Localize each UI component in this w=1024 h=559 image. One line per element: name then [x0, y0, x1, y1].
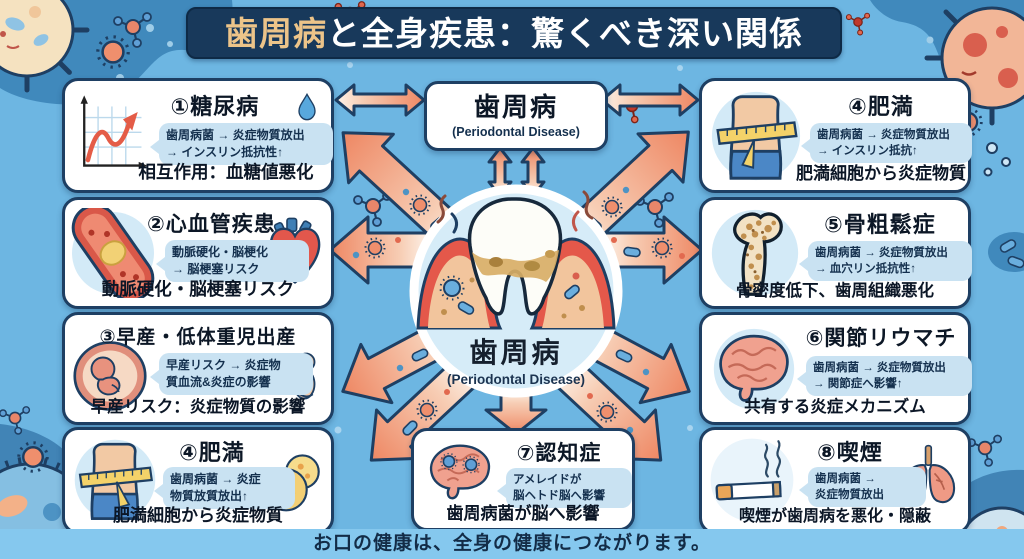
disease-box-preterm: ③早産・低体重児出産 早産リスク → 炎症物 質血流&炎症の影響 早産リスク：炎…	[62, 312, 334, 425]
gum-bacteria	[439, 272, 585, 319]
disease-box-diabetes: ①糖尿病 歯周病菌 → 炎症物質放出 → インスリン抵抗性↑ 相互作用：血糖値悪…	[62, 78, 334, 193]
box-title-dementia: ⑦認知症	[516, 442, 602, 465]
box-title-smoking: ⑧喫煙	[817, 440, 883, 465]
box-bubble-smoking: 歯周病菌 → 炎症物質放出	[799, 467, 926, 508]
title-banner: 歯周病 と全身疾患：驚くべき深い関係	[186, 7, 842, 59]
disease-box-rheumatoid: ⑥関節リウマチ 歯周病菌 → 炎症物質放出 → 関節症へ影響↑ 共有する炎症メカ…	[699, 312, 972, 425]
box-title-rheumatoid: ⑥関節リウマチ	[805, 327, 957, 350]
brain-germs-icon	[429, 444, 491, 500]
box-bubble-rheumatoid: 歯周病菌 → 炎症物質放出 → 関節症へ影響↑	[797, 356, 972, 397]
box-title-preterm: ③早産・低体重児出産	[99, 327, 297, 348]
box-summary-diabetes: 相互作用：血糖値悪化	[138, 162, 314, 182]
title-text: と全身疾患：驚くべき深い関係	[327, 14, 803, 52]
waist-tape-icon	[711, 91, 801, 181]
footer-message: お口の健康は、全身の健康につながります。	[0, 529, 1024, 559]
box-bubble-diabetes: 歯周病菌 → 炎症物質放出 → インスリン抵抗性↑	[150, 123, 333, 165]
line-chart-icon	[80, 95, 147, 170]
double-arrow-right	[600, 83, 700, 117]
periodontal-top-en: (Periodontal Disease)	[452, 125, 580, 139]
disease-box-smoking: ⑧喫煙 歯周病菌 → 炎症物質放出 喫煙が歯周病を悪化・隠蔽	[699, 427, 971, 534]
box-title-diabetes: ①糖尿病	[170, 94, 260, 119]
disease-box-obesity-right: ④肥満 歯周病菌 → 炎症物質放出 → インスリン抵抗↑ 肥満細胞から炎症物質	[699, 78, 972, 193]
water-droplet-icon	[298, 93, 316, 121]
title-highlight: 歯周病	[225, 14, 327, 52]
disease-box-obesity-left: ④肥満 歯周病菌 → 炎症 物質放質放出↑ 肥満細胞から炎症物質	[62, 427, 334, 534]
periodontal-top-box: 歯周病 (Periodontal Disease)	[424, 81, 608, 151]
box-summary-preterm: 早産リスク：炎症物質の影響	[90, 398, 306, 416]
box-title-obesity-left: ④肥満	[179, 440, 245, 465]
waist-tape-icon	[74, 439, 156, 521]
box-bubble-preterm: 早産リスク → 炎症物 質血流&炎症の影響	[150, 353, 313, 395]
disease-box-dementia: ⑦認知症 アメレイドが 脳ヘトド脳へ影響 歯周病菌が脳へ影響	[411, 428, 635, 531]
fetus-icon	[73, 341, 147, 411]
brain-icon	[713, 328, 795, 410]
box-summary-obesity-left: 肥満細胞から炎症物質	[113, 506, 283, 525]
box-bubble-dementia: アメレイドが 脳ヘトド脳へ影響	[497, 468, 632, 509]
box-summary-osteoporosis: 骨密度低下、歯周組織悪化	[736, 282, 934, 300]
artery-icon	[71, 208, 155, 298]
disease-box-cardiovascular: ②心血管疾患 動脈硬化・脳梗化 → 脳梗塞リスク 動脈硬化・脳梗塞リスク	[62, 197, 334, 309]
box-summary-rheumatoid: 共有する炎症メカニズム	[744, 398, 926, 416]
box-title-osteoporosis: ⑤骨粗鬆症	[824, 212, 936, 237]
box-title-cardiovascular: ②心血管疾患	[147, 213, 276, 236]
bone-icon	[711, 209, 799, 297]
box-bubble-obesity-right: 歯周病菌 → 炎症物質放出 → インスリン抵抗↑	[801, 123, 972, 164]
circle-label-ja: 歯周病	[469, 337, 563, 368]
box-summary-cardiovascular: 動脈硬化・脳梗塞リスク	[101, 279, 295, 299]
box-bubble-cardiovascular: 動脈硬化・脳梗化 → 脳梗塞リスク	[156, 240, 309, 282]
cigarette-icon	[710, 438, 794, 522]
box-bubble-osteoporosis: 歯周病菌 → 炎症物質放出 → 血穴リン抵抗性↑	[799, 241, 972, 282]
disease-box-osteoporosis: ⑤骨粗鬆症 歯周病菌 → 炎症物質放出 → 血穴リン抵抗性↑ 骨密度低下、歯周組…	[699, 197, 972, 309]
box-summary-obesity-right: 肥満細胞から炎症物質	[796, 164, 966, 183]
box-bubble-obesity-left: 歯周病菌 → 炎症 物質放質放出↑	[154, 467, 295, 509]
periodontal-center-illustration	[409, 184, 623, 398]
double-arrow-left	[334, 83, 426, 117]
periodontal-top-ja: 歯周病	[473, 92, 558, 122]
box-summary-dementia: 歯周病菌が脳へ影響	[446, 504, 600, 523]
box-title-obesity-right: ④肥満	[848, 94, 914, 119]
circle-label-en: (Periodontal Disease)	[446, 372, 586, 387]
box-summary-smoking: 喫煙が歯周病を悪化・隠蔽	[738, 508, 931, 525]
periodontal-circle-label: 歯周病 (Periodontal Disease)	[421, 331, 611, 387]
